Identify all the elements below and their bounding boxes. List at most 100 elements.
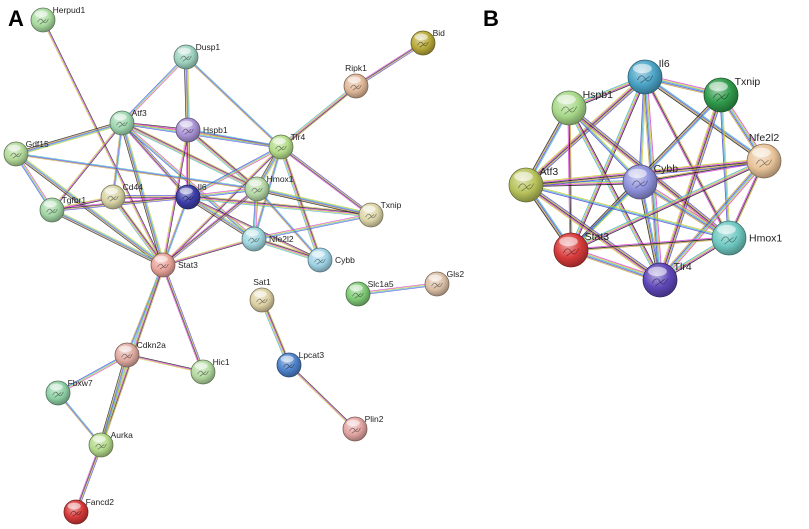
node-label: Hspb1	[583, 89, 614, 101]
node-label: Ripk1	[345, 63, 367, 73]
node-highlight	[154, 255, 168, 263]
node-highlight	[346, 419, 360, 427]
node-highlight	[709, 81, 728, 92]
edge-tlr4-il6	[187, 145, 282, 199]
edge-txnip-tlr4	[657, 94, 724, 281]
node-hic1[interactable]: Hic1	[190, 357, 230, 385]
edge-nfe2l2-stat3	[570, 159, 765, 252]
node-label: Plin2	[365, 414, 384, 424]
node-label: Atf3	[132, 108, 147, 118]
protein-structure-icon	[349, 427, 361, 434]
node-sat1[interactable]: Sat1	[249, 277, 275, 313]
node-fbxw7[interactable]: Fbxw7	[45, 378, 93, 406]
node-txnip[interactable]: Txnip	[703, 76, 760, 113]
edge-slc1a5-gls2	[357, 282, 438, 296]
node-il6[interactable]: Il6	[627, 58, 670, 95]
node-cd44[interactable]: Cd44	[100, 182, 143, 210]
node-tlr4[interactable]: Tlr4	[642, 261, 692, 298]
panel-b-label: B	[483, 6, 499, 31]
node-stat3[interactable]: Stat3	[553, 231, 610, 268]
node-gdf15[interactable]: Gdf15	[3, 139, 49, 167]
node-hmox1[interactable]: Hmox1	[244, 174, 294, 202]
node-label: Tgfbr1	[62, 195, 87, 205]
node-plin2[interactable]: Plin2	[342, 414, 384, 442]
node-label: Cybb	[335, 255, 355, 265]
node-highlight	[349, 284, 363, 292]
node-cdkn2a[interactable]: Cdkn2a	[114, 340, 166, 368]
node-nfe2l2[interactable]: Nfe2l2	[746, 132, 782, 179]
protein-structure-icon	[10, 152, 22, 159]
node-hspb1[interactable]: Hspb1	[551, 89, 614, 126]
protein-structure-icon	[107, 195, 119, 202]
edge-atf3-stat3	[119, 122, 166, 266]
edge-cybb-hmox1	[638, 179, 731, 241]
node-highlight	[557, 94, 576, 105]
node-label: Stat3	[178, 260, 198, 270]
node-hmox1[interactable]: Hmox1	[711, 220, 782, 256]
node-highlight	[414, 33, 428, 41]
protein-structure-icon	[248, 237, 260, 244]
node-highlight	[428, 274, 442, 282]
protein-structure-icon	[121, 353, 133, 360]
edge-il6-hmox1	[643, 76, 731, 239]
node-highlight	[118, 345, 132, 353]
protein-structure-icon	[713, 93, 729, 102]
node-label: Cybb	[654, 163, 679, 175]
edge-atf3-hmox1	[525, 183, 730, 240]
edge-cdkn2a-hic1	[126, 353, 204, 374]
protein-structure-icon	[37, 18, 49, 25]
node-tlr4[interactable]: Tlr4	[268, 132, 306, 160]
node-highlight	[311, 250, 325, 258]
edge-hmox1-cybb	[256, 188, 321, 261]
node-tgfbr1[interactable]: Tgfbr1	[39, 195, 87, 223]
node-label: Herpud1	[53, 5, 86, 15]
edge-cd44-stat3	[111, 195, 165, 267]
node-label: Aurka	[111, 430, 133, 440]
node-il6[interactable]: Il6	[175, 182, 207, 210]
node-highlight	[362, 205, 376, 213]
node-txnip[interactable]: Txnip	[358, 200, 402, 228]
node-label: Gls2	[447, 269, 465, 279]
node-label: Dusp1	[196, 42, 221, 52]
node-highlight	[717, 224, 736, 235]
edge-il6-txnip	[187, 194, 372, 218]
node-label: Stat3	[585, 231, 610, 243]
node-hspb1[interactable]: Hspb1	[175, 117, 228, 143]
node-highlight	[49, 383, 63, 391]
node-label: Hmox1	[267, 174, 294, 184]
node-cybb[interactable]: Cybb	[307, 247, 355, 273]
node-highlight	[179, 187, 193, 195]
node-highlight	[628, 168, 647, 179]
node-highlight	[752, 147, 771, 158]
node-gls2[interactable]: Gls2	[424, 269, 465, 297]
edge-dusp1-tlr4	[185, 56, 282, 148]
protein-structure-icon	[431, 282, 443, 289]
node-ripk1[interactable]: Ripk1	[343, 63, 369, 99]
node-bid[interactable]: Bid	[410, 28, 445, 56]
node-lpcat3[interactable]: Lpcat3	[276, 350, 324, 378]
edge-gdf15-stat3	[14, 152, 165, 267]
node-nfe2l2[interactable]: Nfe2l2	[241, 226, 294, 252]
edge-bid-ripk1	[355, 41, 424, 88]
node-atf3[interactable]: Atf3	[109, 108, 147, 136]
protein-structure-icon	[52, 391, 64, 398]
protein-structure-icon	[116, 121, 128, 128]
protein-structure-icon	[350, 84, 362, 91]
node-slc1a5[interactable]: Slc1a5	[345, 279, 394, 307]
node-fancd2[interactable]: Fancd2	[63, 497, 114, 525]
node-highlight	[67, 502, 81, 510]
node-label: Il6	[198, 182, 207, 192]
node-atf3[interactable]: Atf3	[508, 166, 558, 203]
node-herpud1[interactable]: Herpud1	[30, 5, 86, 33]
node-aurka[interactable]: Aurka	[88, 430, 133, 458]
node-dusp1[interactable]: Dusp1	[173, 42, 221, 70]
edge-dusp1-atf3	[120, 55, 188, 125]
node-label: Nfe2l2	[269, 234, 294, 244]
node-stat3[interactable]: Stat3	[150, 252, 198, 278]
edge-atf3-cd44	[111, 122, 124, 198]
protein-structure-icon	[652, 278, 668, 287]
protein-structure-icon	[256, 298, 268, 305]
node-cybb[interactable]: Cybb	[622, 163, 679, 200]
